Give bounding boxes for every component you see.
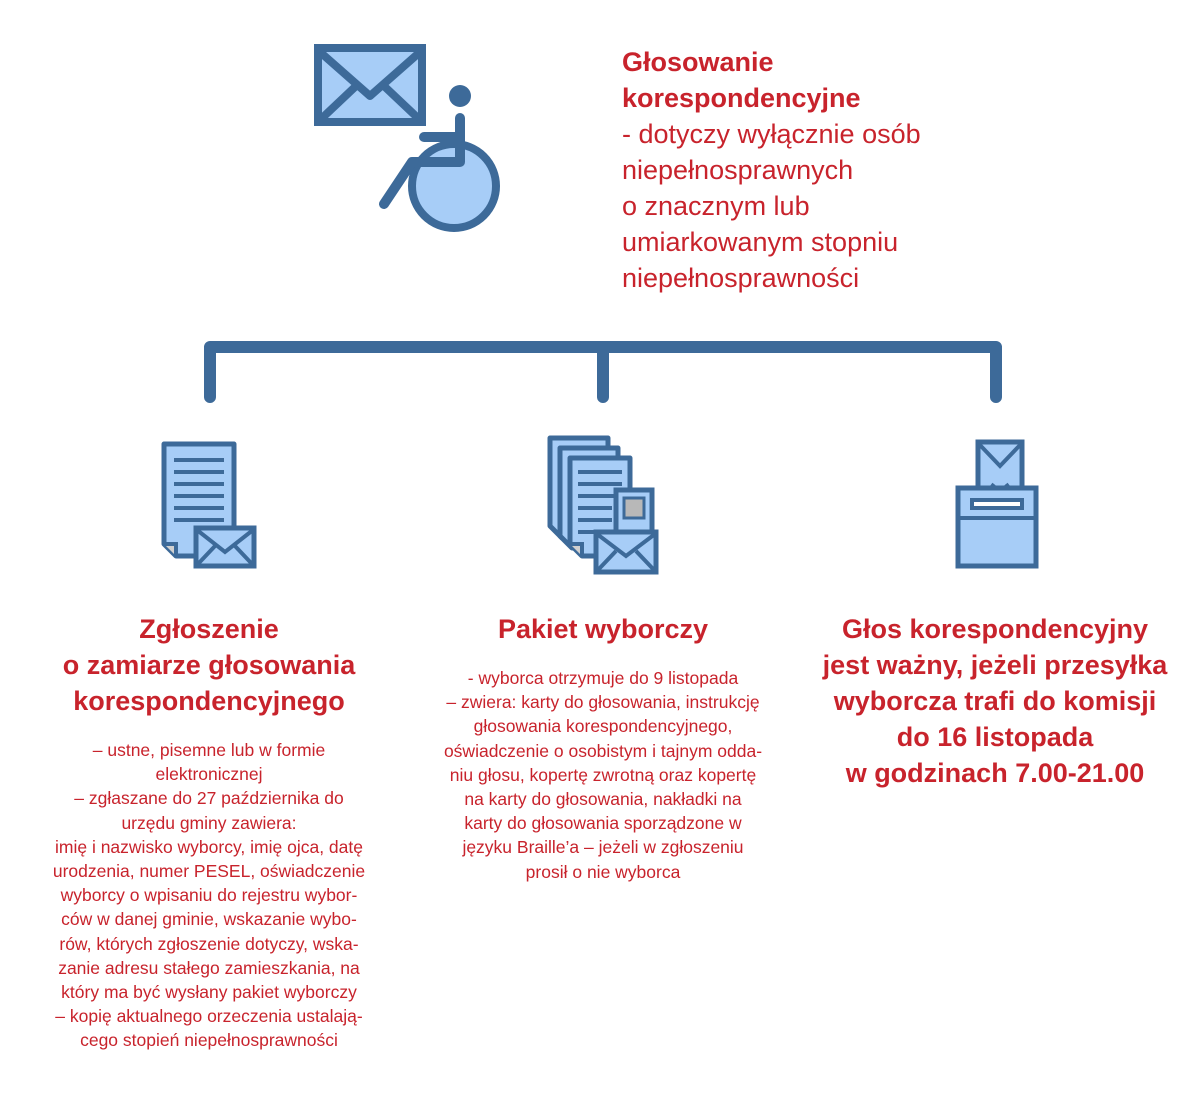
body-line: imię i nazwisko wyborcy, imię ojca, datę bbox=[55, 836, 363, 857]
body-line: - wyborca otrzymuje do 9 listopada bbox=[467, 668, 739, 688]
body-line: głosowania korespondencyjnego, bbox=[473, 716, 733, 737]
body-line: niu głosu, kopertę zwrotną oraz kopertę bbox=[449, 764, 757, 785]
title-line: w godzinach 7.00-21.00 bbox=[845, 758, 1145, 788]
body-line: – zgłaszane do 27 października do bbox=[74, 788, 344, 809]
header-desc-line: - dotyczy wyłącznie osób bbox=[622, 119, 921, 149]
body-line: na karty do głosowania, nakładki na bbox=[464, 789, 742, 810]
header-desc-line: niepełnosprawności bbox=[622, 263, 860, 293]
header-desc-line: o znacznym lub bbox=[622, 191, 810, 221]
header-title-line: korespondencyjne bbox=[622, 83, 861, 113]
body-line: wyborcy o wpisaniu do rejestru wybor- bbox=[60, 885, 358, 906]
title-line: Pakiet wyborczy bbox=[497, 614, 709, 644]
body-line: – ustne, pisemne lub w formie bbox=[92, 740, 326, 760]
column-2-body: - wyborca otrzymuje do 9 listopada – zwi… bbox=[403, 666, 803, 884]
envelope-icon bbox=[314, 44, 426, 126]
connector-bracket bbox=[204, 341, 1002, 403]
ballot-box-icon bbox=[955, 439, 1039, 569]
body-line: prosił o nie wyborca bbox=[525, 861, 681, 882]
header: Głosowanie korespondencyjne - dotyczy wy… bbox=[622, 44, 1182, 296]
column-1-body: – ustne, pisemne lub w formie elektronic… bbox=[9, 738, 409, 1053]
title-line: wyborcza trafi do komisji bbox=[833, 686, 1157, 716]
body-line: – kopię aktualnego orzeczenia ustalają- bbox=[55, 1006, 363, 1027]
body-line: oświadczenie o osobistym i tajnym odda- bbox=[443, 740, 763, 761]
title-line: korespondencyjnego bbox=[73, 686, 345, 716]
header-desc-line: umiarkowanym stopniu bbox=[622, 227, 899, 257]
column-3-title: Głos korespondencyjny jest ważny, jeżeli… bbox=[795, 611, 1195, 791]
body-line: języku Braille’a – jeżeli w zgłoszeniu bbox=[462, 837, 744, 858]
column-1-title: Zgłoszenie o zamiarze głosowania korespo… bbox=[9, 611, 409, 719]
body-line: urodzenia, numer PESEL, oświadczenie bbox=[52, 861, 366, 882]
header-title-line: Głosowanie bbox=[622, 47, 774, 77]
title-line: o zamiarze głosowania bbox=[62, 650, 356, 680]
title-line: do 16 listopada bbox=[896, 722, 1094, 752]
body-line: urzędu gminy zawiera: bbox=[121, 812, 297, 833]
header-desc-line: niepełnosprawnych bbox=[622, 155, 854, 185]
wheelchair-icon bbox=[379, 85, 500, 232]
title-line: jest ważny, jeżeli przesyłka bbox=[822, 650, 1168, 680]
body-line: rów, których zgłoszenie dotyczy, wska- bbox=[59, 933, 359, 954]
body-line: zanie adresu stałego zamieszkania, na bbox=[58, 957, 360, 978]
documents-package-icon bbox=[547, 435, 659, 575]
column-2-title: Pakiet wyborczy bbox=[403, 611, 803, 647]
body-line: karty do głosowania sporządzone w bbox=[464, 813, 742, 834]
body-line: ców w danej gminie, wskazanie wybo- bbox=[61, 909, 357, 930]
body-line: cego stopień niepełnosprawności bbox=[80, 1030, 338, 1051]
body-line: – zwiera: karty do głosowania, instrukcj… bbox=[446, 692, 760, 713]
body-line: elektronicznej bbox=[155, 764, 263, 785]
body-line: który ma być wysłany pakiet wyborczy bbox=[61, 982, 357, 1003]
document-envelope-icon bbox=[161, 441, 257, 569]
title-line: Zgłoszenie bbox=[139, 614, 279, 644]
title-line: Głos korespondencyjny bbox=[841, 614, 1149, 644]
